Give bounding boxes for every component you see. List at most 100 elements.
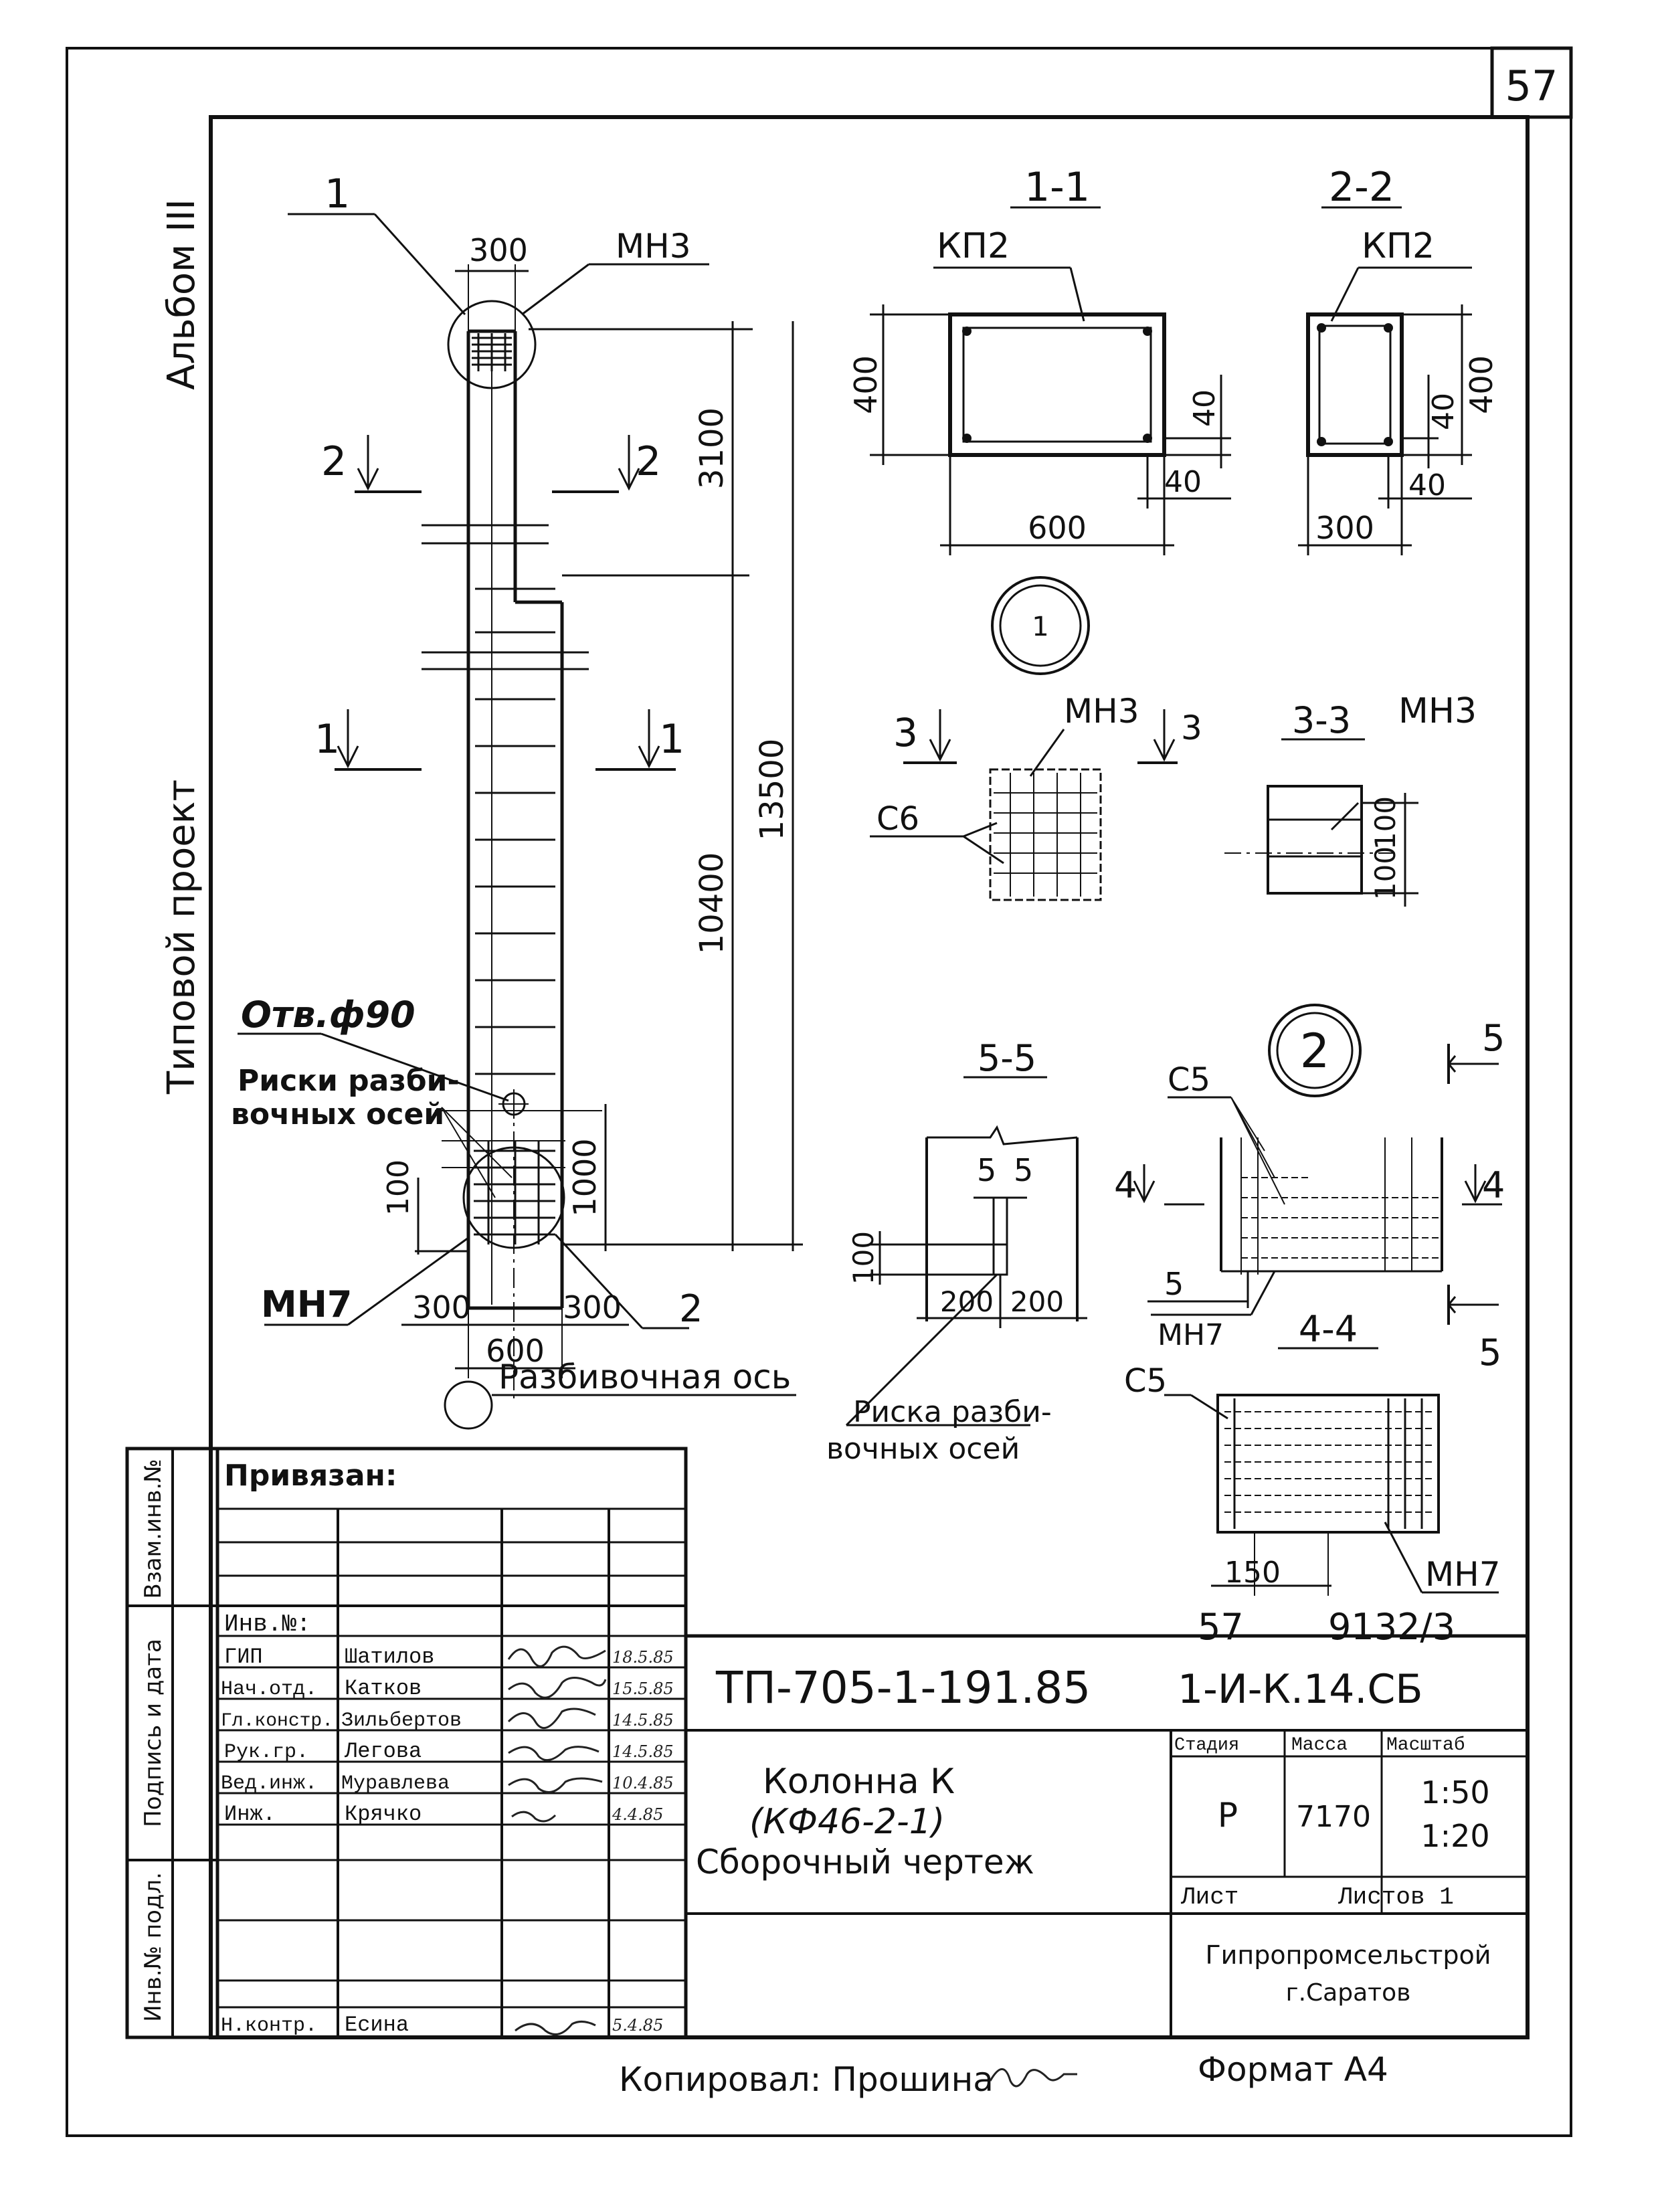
sec55-dim-5a: 5 — [977, 1152, 996, 1188]
sec22-dim-400: 400 — [1463, 355, 1499, 414]
outer-frame — [66, 47, 1572, 2137]
sec44-rebar: С5 — [1124, 1362, 1167, 1400]
stamp-ref-code: 9132/3 — [1328, 1606, 1455, 1648]
elev-bottom-mesh: МН7 — [261, 1283, 353, 1325]
node2-section-right: 4 — [1482, 1164, 1505, 1206]
elev-dim-100: 100 — [381, 1160, 416, 1216]
sec22-dim-40-horiz: 40 — [1408, 468, 1446, 502]
elev-dim-3100: 3100 — [693, 407, 731, 489]
title-block-grid — [125, 1447, 1530, 2039]
node2-dim-5: 5 — [1164, 1266, 1184, 1302]
tb-control-name: Есина — [345, 2013, 409, 2037]
sec22-frame: КП2 — [1362, 226, 1435, 266]
node1-section-right: 3 — [1181, 709, 1202, 747]
elev-section-1-right: 1 — [659, 716, 684, 763]
sec11-dim-400: 400 — [848, 355, 884, 414]
node1-section-left: 3 — [893, 710, 918, 755]
sec55-title: 5-5 — [978, 1037, 1036, 1079]
signatures — [507, 1645, 607, 2036]
elev-marks-line1: Риски разби- — [238, 1064, 460, 1098]
tb-city: г.Саратов — [1286, 1979, 1411, 2007]
tb-role-1: ГИП — [224, 1645, 263, 1669]
sec55-dim-200a: 200 — [940, 1285, 994, 1318]
tb-role-6: Инж. — [224, 1802, 276, 1827]
node2-section-5-top: 5 — [1482, 1017, 1505, 1059]
tb-project-code: ТП-705-1-191.85 — [715, 1662, 1091, 1714]
tb-role-5: Вед.инж. — [221, 1772, 317, 1795]
tb-name-6: Крячко — [345, 1802, 422, 1827]
margin-label-inv: Инв.№ подл. — [140, 1872, 167, 2022]
tb-date-5: 10.4.85 — [612, 1774, 674, 1792]
elev-layout-axis: Разбивочная ось — [498, 1358, 791, 1396]
tb-name-2: Катков — [345, 1676, 422, 1701]
section-2-2 — [1298, 206, 1472, 555]
tb-mass: 7170 — [1296, 1800, 1371, 1834]
tb-date-4: 14.5.85 — [612, 1742, 674, 1761]
tb-name-3: Зильбертов — [341, 1710, 462, 1732]
elev-top-mesh: МН3 — [616, 227, 691, 266]
sec11-dim-600: 600 — [1028, 510, 1087, 546]
tb-date-2: 15.5.85 — [612, 1679, 674, 1698]
sec55-dim-200b: 200 — [1010, 1285, 1064, 1318]
footer-copied: Копировал: Прошина — [619, 2060, 994, 2099]
tb-sheets-label: Листов 1 — [1338, 1883, 1454, 1911]
elev-base-600: 600 — [486, 1333, 545, 1369]
tb-sheet-label: Лист — [1180, 1883, 1238, 1911]
tb-role-4: Рук.гр. — [224, 1741, 308, 1764]
elev-top-width: 300 — [469, 232, 528, 268]
sec33-mesh: МН3 — [1398, 691, 1477, 731]
sec44-title: 4-4 — [1299, 1308, 1358, 1350]
node2-rebar: С5 — [1168, 1061, 1210, 1099]
sec55-dim-5b: 5 — [1014, 1152, 1033, 1188]
footer-format: Формат А4 — [1198, 2050, 1388, 2089]
tb-control-date: 5.4.85 — [612, 2016, 663, 2035]
tb-title-line2: (КФ46-2-1) — [749, 1802, 945, 1842]
sec55-marks-line2: вочных осей — [826, 1432, 1020, 1466]
tb-title-line1: Колонна К — [763, 1762, 955, 1802]
elev-base-300-right: 300 — [563, 1289, 622, 1325]
node2-mesh: МН7 — [1158, 1318, 1224, 1352]
tb-control-role: Н.контр. — [221, 2015, 317, 2037]
elev-section-1-left: 1 — [314, 716, 340, 763]
tb-scale-header: Масштаб — [1386, 1735, 1465, 1756]
node2-section-5-bottom: 5 — [1479, 1331, 1501, 1374]
sec22-title: 2-2 — [1329, 164, 1394, 211]
section-4-4 — [1164, 1394, 1499, 1596]
sec33-title: 3-3 — [1292, 699, 1351, 741]
node1-mesh: МН3 — [1064, 692, 1139, 731]
tb-stage: Р — [1218, 1796, 1238, 1835]
sec11-dim-40-vert: 40 — [1188, 389, 1222, 427]
section-5-5 — [845, 1076, 1087, 1426]
node1-rebar: С6 — [877, 800, 919, 838]
column-elevation — [238, 213, 803, 1430]
margin-label-signature: Подпись и дата — [140, 1639, 167, 1827]
sec11-dim-40-horiz: 40 — [1164, 465, 1202, 499]
margin-label-replace: Взам.инв.№ — [140, 1459, 167, 1598]
node-1 — [870, 576, 1178, 901]
tb-name-5: Муравлева — [341, 1772, 450, 1795]
tb-tied: Привязан: — [224, 1459, 397, 1493]
section-3-3 — [1224, 738, 1418, 907]
tb-role-2: Нач.отд. — [221, 1678, 317, 1701]
sec22-dim-40-vert: 40 — [1426, 393, 1461, 430]
tb-mass-header: Масса — [1291, 1735, 1348, 1756]
elev-callout-1: 1 — [325, 171, 350, 217]
tb-role-3: Гл.констр. — [221, 1711, 333, 1732]
tb-doc-code: 1-И-К.14.СБ — [1178, 1666, 1423, 1713]
sec55-dim-100: 100 — [847, 1231, 880, 1285]
tb-name-1: Шатилов — [345, 1645, 434, 1669]
sec11-frame: КП2 — [937, 226, 1010, 266]
elev-callout-2: 2 — [679, 1287, 703, 1331]
tb-scale-2: 1:20 — [1420, 1818, 1489, 1854]
footer-copied-signature — [989, 2068, 1077, 2088]
tb-date-3: 14.5.85 — [612, 1711, 674, 1730]
sheet-number: 57 — [1505, 62, 1558, 110]
tb-title-line3: Сборочный чертеж — [696, 1843, 1034, 1881]
tb-org: Гипропромсельстрой — [1205, 1940, 1491, 1970]
tb-scale-1: 1:50 — [1420, 1774, 1489, 1811]
tb-date-1: 18.5.85 — [612, 1648, 674, 1667]
sec44-dim-150: 150 — [1224, 1556, 1281, 1590]
sec11-title: 1-1 — [1024, 164, 1090, 211]
tb-inv-no: Инв.№: — [224, 1610, 311, 1638]
